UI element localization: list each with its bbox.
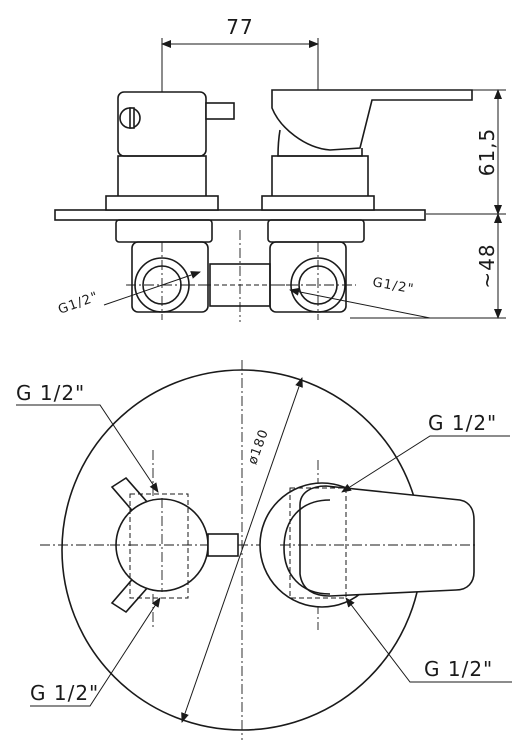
left-connection-label: G1/2" bbox=[56, 289, 101, 317]
right-connection-callout: G1/2" bbox=[289, 275, 431, 319]
right-connection-label: G1/2" bbox=[371, 275, 415, 297]
callout-bottom-left-label: G 1/2" bbox=[30, 681, 99, 705]
dimension-48-label: ~48 bbox=[475, 243, 499, 288]
dimension-61-5: 61,5 bbox=[426, 89, 506, 215]
callout-top-left: G 1/2" bbox=[16, 381, 159, 493]
callout-top-right: G 1/2" bbox=[341, 411, 510, 493]
callout-bottom-left: G 1/2" bbox=[30, 597, 161, 707]
diameter-label: ø180 bbox=[245, 427, 272, 467]
callout-bottom-right-label: G 1/2" bbox=[424, 657, 493, 681]
right-connection bbox=[269, 241, 356, 320]
valve-body bbox=[115, 219, 365, 322]
callout-bottom-right: G 1/2" bbox=[345, 597, 512, 683]
left-connection bbox=[126, 241, 210, 320]
side-view: 77 bbox=[54, 15, 506, 322]
front-lever-handle bbox=[259, 482, 478, 608]
wall-plate bbox=[54, 209, 426, 221]
callout-top-left-label: G 1/2" bbox=[16, 381, 85, 405]
callout-top-right-label: G 1/2" bbox=[428, 411, 497, 435]
left-cross-handle bbox=[105, 91, 235, 211]
dimension-77-label: 77 bbox=[226, 15, 253, 39]
front-cross-handle bbox=[110, 476, 239, 614]
front-view: ø180 G 1/2" G 1/2" bbox=[16, 360, 512, 740]
dimension-77: 77 bbox=[161, 15, 319, 118]
right-lever-handle bbox=[261, 89, 473, 211]
dimension-48: ~48 bbox=[350, 213, 506, 319]
dimension-61-5-label: 61,5 bbox=[475, 128, 499, 177]
